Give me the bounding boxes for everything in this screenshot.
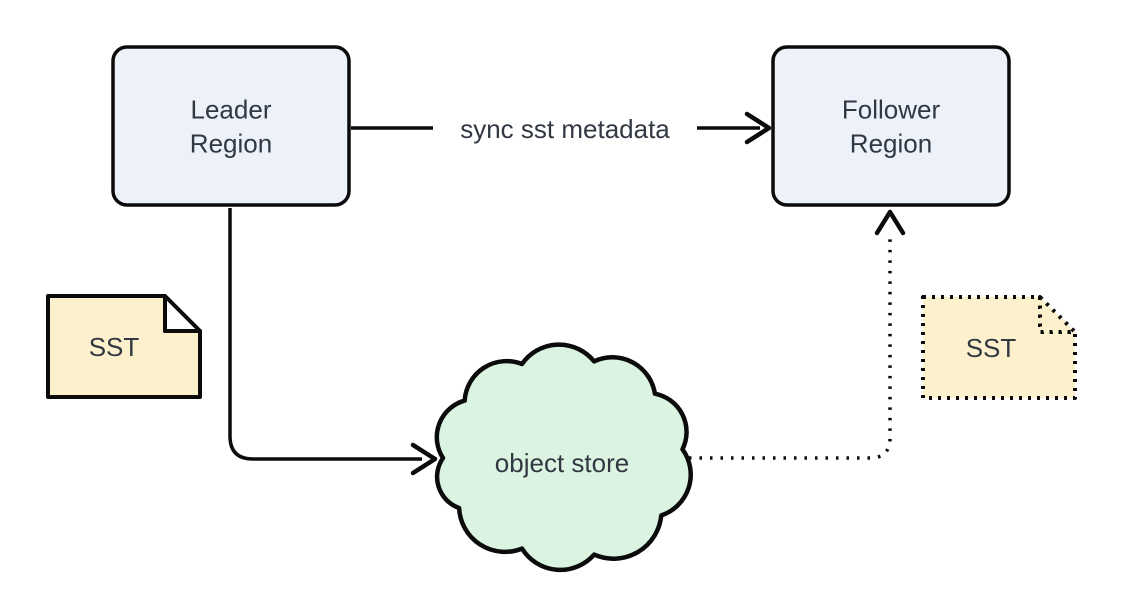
leader-region-node xyxy=(111,45,351,207)
upload-edge-arrowhead-icon xyxy=(410,442,438,476)
object-store-cloud xyxy=(434,342,693,573)
sst-source-label: SST xyxy=(88,331,140,362)
object-store-label: object store xyxy=(494,447,630,478)
download-edge-line xyxy=(689,232,892,460)
follower-region-node xyxy=(771,45,1011,207)
sst-source-note xyxy=(46,294,202,399)
follower-region-label: Follower Region xyxy=(841,94,941,159)
sst-replica-note xyxy=(921,295,1077,400)
upload-edge-line xyxy=(228,208,422,461)
leader-region-label: Leader Region xyxy=(189,94,273,159)
sst-source-note-fold-icon xyxy=(163,294,202,333)
sst-replica-label: SST xyxy=(965,332,1017,363)
sync-edge-label: sync sst metadata xyxy=(460,113,670,144)
sst-replica-note-fold-icon xyxy=(1038,295,1077,334)
sync-edge-arrowhead-icon xyxy=(744,111,772,145)
download-edge-arrowhead-icon xyxy=(874,209,906,236)
